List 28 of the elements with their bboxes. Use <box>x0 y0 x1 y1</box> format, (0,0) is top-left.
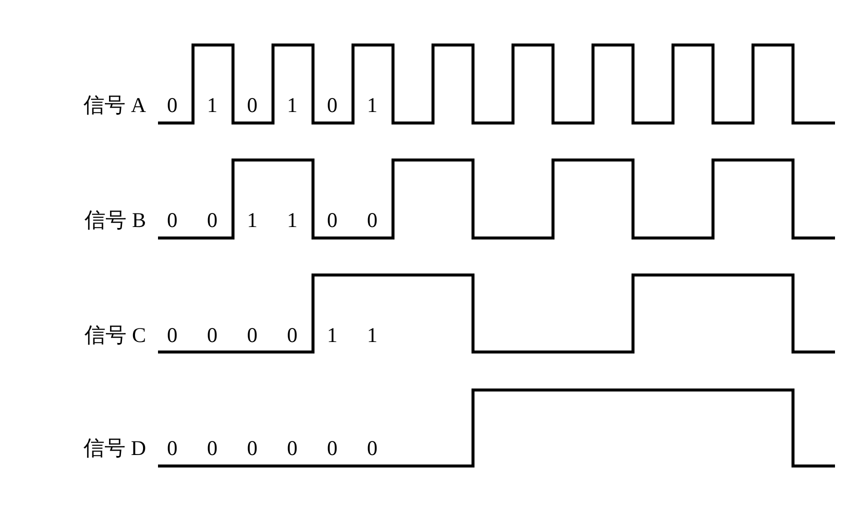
signal-name: 信号 D <box>84 436 146 460</box>
bit-value: 0 <box>287 323 298 347</box>
bit-value: 0 <box>327 93 338 117</box>
signal-name: 信号 A <box>84 93 146 117</box>
signal-name: 信号 C <box>84 323 146 347</box>
bit-value: 0 <box>367 436 378 460</box>
bit-value: 1 <box>207 93 218 117</box>
bit-value: 0 <box>207 208 218 232</box>
bit-value: 0 <box>247 436 258 460</box>
bit-value: 1 <box>327 323 338 347</box>
bit-value: 1 <box>247 208 258 232</box>
bit-value: 1 <box>287 93 298 117</box>
bit-value: 0 <box>167 436 178 460</box>
bit-value: 0 <box>327 208 338 232</box>
bit-value: 0 <box>207 436 218 460</box>
bit-value: 0 <box>167 208 178 232</box>
bit-value: 0 <box>247 323 258 347</box>
bit-value: 0 <box>247 93 258 117</box>
bit-value: 1 <box>287 208 298 232</box>
bit-value: 0 <box>327 436 338 460</box>
bit-value: 0 <box>167 93 178 117</box>
bit-value: 1 <box>367 323 378 347</box>
bit-value: 1 <box>367 93 378 117</box>
bit-value: 0 <box>207 323 218 347</box>
bit-value: 0 <box>287 436 298 460</box>
bit-value: 0 <box>367 208 378 232</box>
bit-value: 0 <box>167 323 178 347</box>
signal-name: 信号 B <box>84 208 146 232</box>
